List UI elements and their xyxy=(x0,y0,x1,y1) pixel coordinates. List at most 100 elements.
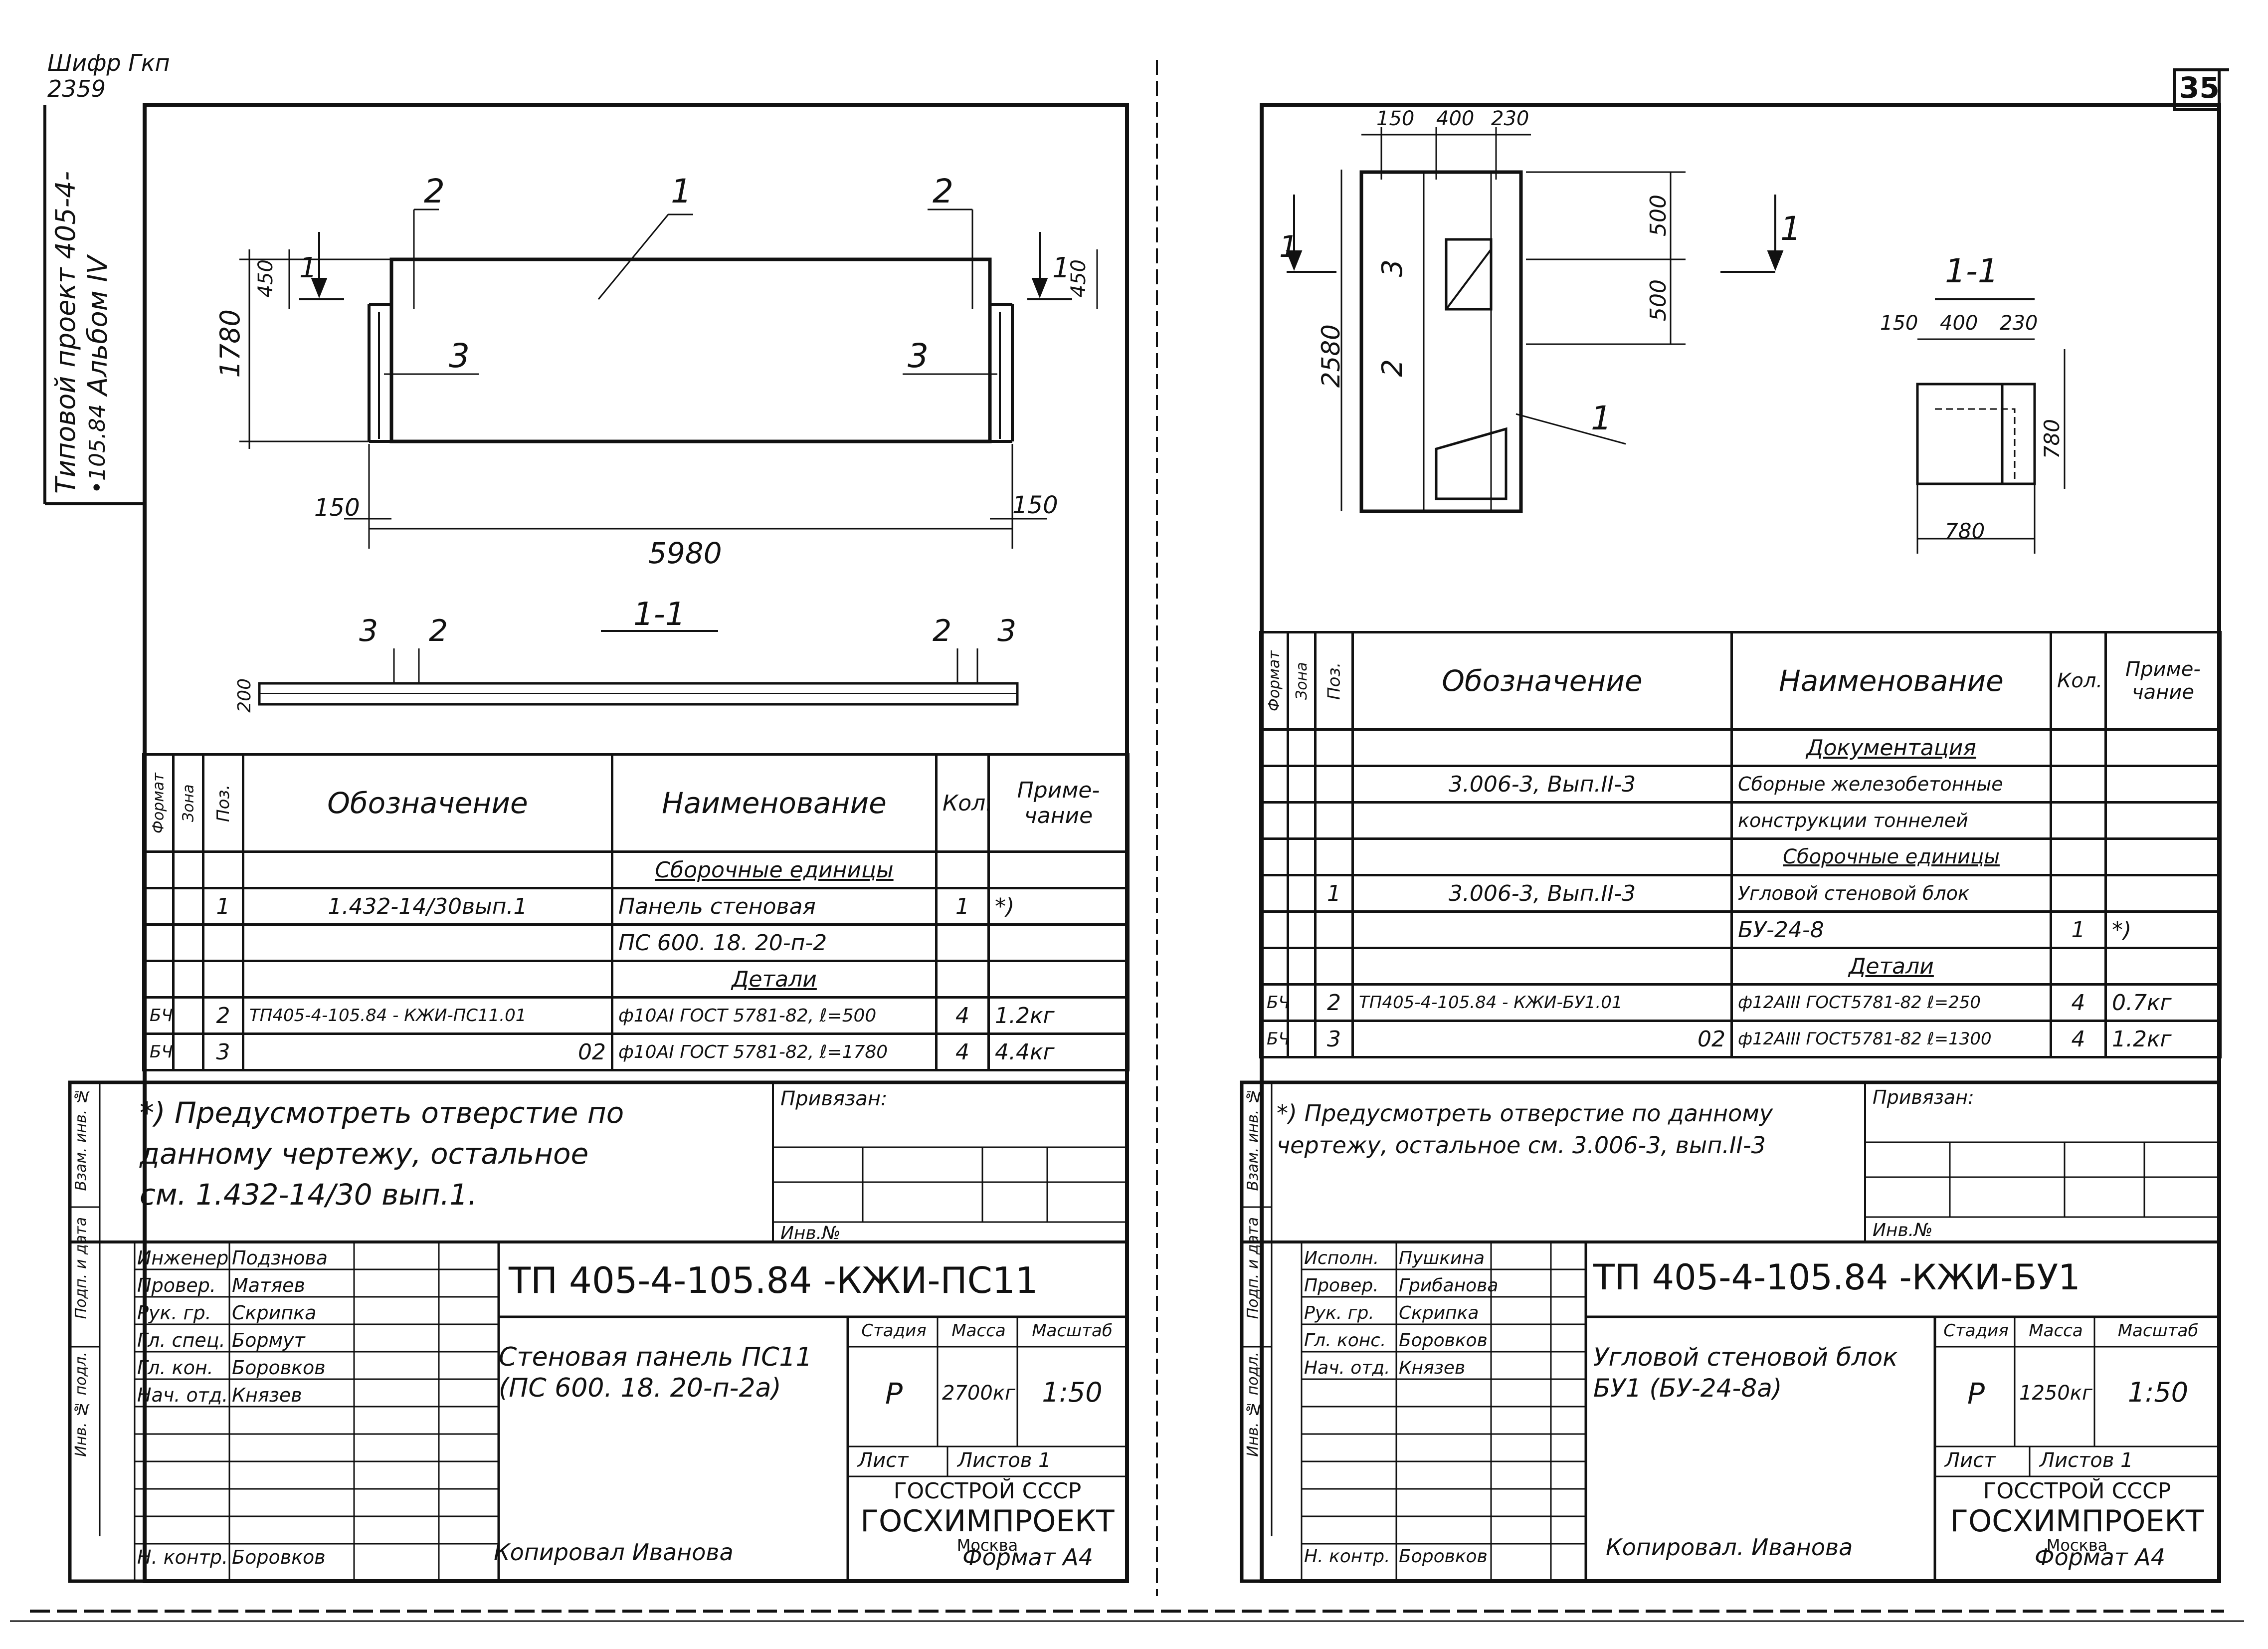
margin-label: Инв. № подл. xyxy=(72,1352,90,1457)
dim: 400 xyxy=(1436,107,1475,130)
right-note: *) Предусмотреть отверстие по данному че… xyxy=(1277,1097,1773,1161)
signature-role: Нач. отд. xyxy=(137,1384,228,1406)
signature-row: Гл. конс.Боровков xyxy=(1304,1327,1498,1354)
col-qty: Кол. xyxy=(935,753,990,853)
cell-qty xyxy=(935,960,990,999)
col-name: Наименование xyxy=(1730,631,2052,731)
right-spec-table: Формат Зона Поз. Обозначение Наименовани… xyxy=(1259,631,2222,1058)
table-row: Сборочные единицы xyxy=(142,850,1130,889)
cell-qty xyxy=(935,923,990,962)
col-note: Приме- чание xyxy=(987,753,1130,853)
cell-zone xyxy=(1287,874,1317,913)
cell-designation xyxy=(1351,837,1733,876)
cell-note: *) xyxy=(2104,910,2222,949)
note-line: *) Предусмотреть отверстие по данному xyxy=(1277,1100,1773,1127)
cell-designation: ТП405-4-105.84 - КЖИ-БУ1.01 xyxy=(1351,983,1733,1022)
note-line: *) Предусмотреть отверстие по xyxy=(140,1096,624,1130)
mass-value: 1250кг xyxy=(2019,1382,2092,1405)
cell-format: БЧ xyxy=(1259,983,1289,1022)
cell-pos: 2 xyxy=(1314,983,1354,1022)
sheets-label: Листов 1 xyxy=(957,1449,1051,1472)
cell-qty: 1 xyxy=(935,887,990,926)
cell-zone xyxy=(1287,765,1317,804)
callout-2: 2 xyxy=(424,172,445,210)
note-line: данному чертежу, остальное xyxy=(140,1137,589,1171)
col-qty: Кол. xyxy=(2050,631,2107,731)
cell-note xyxy=(987,923,1130,962)
signature-role: Гл. конс. xyxy=(1304,1330,1386,1351)
cell-zone xyxy=(1287,1020,1317,1058)
cell-pos: 1 xyxy=(1314,874,1354,913)
col-designation: Обозначение xyxy=(242,753,613,853)
cell-name: Сборочные единицы xyxy=(611,850,938,889)
col-format: Формат xyxy=(1260,632,1288,730)
signature-name: Пушкина xyxy=(1399,1248,1485,1268)
cell-name: Сборочные единицы xyxy=(1730,837,2052,876)
section-mark: 1 xyxy=(1780,209,1801,248)
cell-designation: 1.432-14/30вып.1 xyxy=(242,887,613,926)
dim-bottom-right: 150 xyxy=(1012,491,1058,519)
left-note: *) Предусмотреть отверстие по данному че… xyxy=(140,1092,624,1215)
cell-name: Угловой стеновой блок xyxy=(1730,874,2052,913)
cell-designation xyxy=(1351,947,1733,986)
cell-note xyxy=(987,850,1130,889)
title-name: Стеновая панель ПС11 (ПС 600. 18. 20-п-2… xyxy=(499,1342,812,1403)
sheet-label: Лист xyxy=(1945,1449,1996,1472)
cell-format: БЧ xyxy=(142,1032,175,1071)
cell-note xyxy=(2104,801,2222,840)
signature-row: Исполн. Пушкина xyxy=(1304,1244,1498,1272)
org-line: ГОССТРОЙ СССР xyxy=(893,1478,1082,1504)
cell-zone xyxy=(1287,983,1317,1022)
table-row: Детали xyxy=(142,960,1130,999)
cell-name: Документация xyxy=(1730,728,2052,767)
dim: 230 xyxy=(2000,312,2038,335)
cell-pos: 2 xyxy=(202,996,244,1035)
margin-label: Подп. и дата xyxy=(1244,1217,1262,1319)
project-side-label: Типовой проект 405-4- •105.84 Альбом IV xyxy=(50,115,114,494)
copied-by: Копировал Иванова xyxy=(494,1539,734,1566)
code-stamp-line: 2359 xyxy=(47,75,106,102)
cell-name: ф12АIII ГОСТ5781-82 ℓ=250 xyxy=(1730,983,2052,1022)
cell-format xyxy=(142,960,175,999)
cell-note xyxy=(2104,728,2222,767)
stage-header: Стадия xyxy=(861,1321,927,1341)
cell-zone xyxy=(1287,910,1317,949)
signature-role: Провер. xyxy=(1304,1275,1379,1296)
col-zone: Зона xyxy=(173,754,203,852)
org-block: ГОССТРОЙ СССР ГОСХИМПРОЕКТ Москва xyxy=(848,1476,1127,1554)
section-callout: 3 xyxy=(359,614,378,648)
stage-value: Р xyxy=(1967,1377,1985,1411)
signature-row: Нач. отд.Князев xyxy=(137,1382,328,1409)
format-label: Формат А4 xyxy=(962,1544,1093,1571)
cell-pos xyxy=(1314,947,1354,986)
signature-row: Провер.Матяев xyxy=(137,1272,328,1299)
cell-designation: 3.006-3, Вып.II-3 xyxy=(1351,765,1733,804)
dim-bottom-left: 150 xyxy=(314,494,360,522)
margin-label: Взам. инв. № xyxy=(72,1087,90,1191)
note-line: см. 1.432-14/30 вып.1. xyxy=(140,1178,477,1212)
bind-label: Привязан: xyxy=(780,1087,888,1110)
cell-qty xyxy=(935,850,990,889)
cell-designation xyxy=(1351,910,1733,949)
signature-row: Гл. кон.Боровков xyxy=(137,1354,328,1382)
cell-name: Детали xyxy=(611,960,938,999)
note-line: чертежу, остальное см. 3.006-3, вып.II-3 xyxy=(1277,1132,1766,1159)
section-mark: 1 xyxy=(299,252,317,284)
cell-name: ф10АI ГОСТ 5781-82, ℓ=500 xyxy=(611,996,938,1035)
signature-row: Провер.Грибанова xyxy=(1304,1272,1498,1299)
signature-role: Гл. спец. xyxy=(137,1329,225,1351)
cell-pos xyxy=(202,960,244,999)
callout-2: 2 xyxy=(1376,359,1409,377)
signature-name: Боровков xyxy=(1399,1546,1488,1567)
cell-zone xyxy=(172,887,204,926)
cell-qty: 1 xyxy=(2050,910,2107,949)
callout-2: 2 xyxy=(933,172,953,210)
signature-role: Рук. гр. xyxy=(1304,1303,1374,1323)
signature-role: Исполн. xyxy=(1304,1248,1379,1268)
dim: 780 xyxy=(1945,519,1985,543)
cell-format: БЧ xyxy=(142,996,175,1035)
cell-format xyxy=(1259,874,1289,913)
cell-pos xyxy=(1314,765,1354,804)
